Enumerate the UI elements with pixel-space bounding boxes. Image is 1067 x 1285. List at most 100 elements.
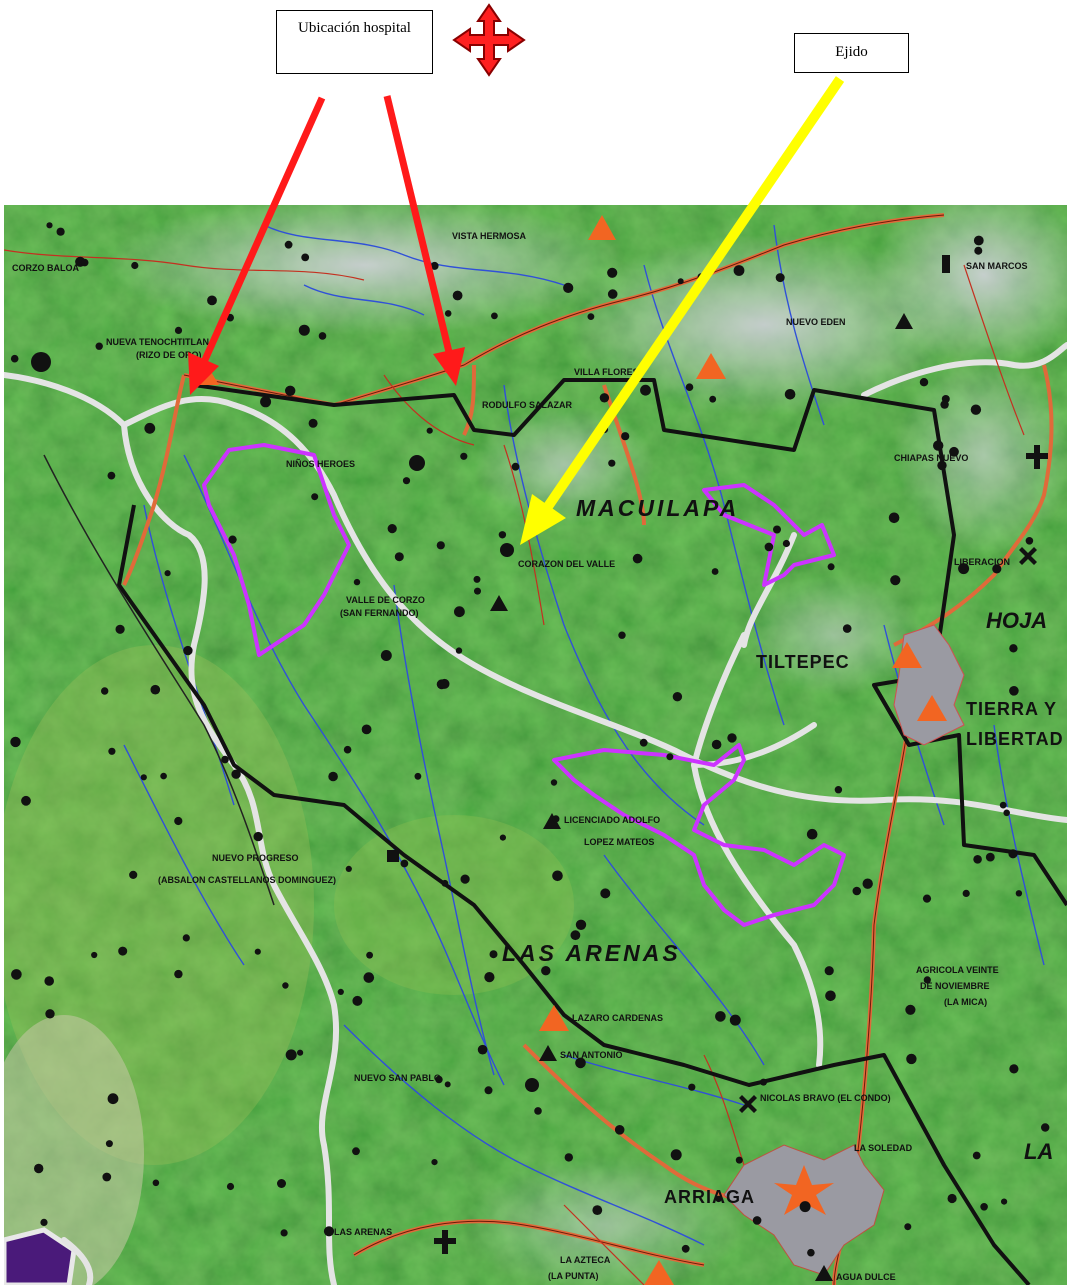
label-region-la: LA (1024, 1139, 1053, 1164)
label-ninos-heroes: NIÑOS HEROES (286, 459, 355, 469)
village-dot-icon (600, 425, 609, 434)
satellite-map[interactable]: CORZO BALOA VISTA HERMOSA SAN MARCOS NUE… (4, 205, 1067, 1285)
village-dot-icon (729, 1014, 741, 1026)
town-triangle-icon (539, 1005, 569, 1031)
village-dot-icon (44, 976, 54, 986)
village-dot-icon (45, 1009, 55, 1019)
village-dot-icon (973, 855, 982, 864)
village-dot-icon (80, 258, 89, 267)
village-dot-icon (301, 253, 310, 262)
village-dot-icon (323, 1226, 335, 1237)
village-dot-icon (311, 493, 319, 501)
label-corazon-del-valle: CORAZON DEL VALLE (518, 559, 615, 569)
village-dot-icon (824, 966, 834, 976)
village-dot-icon (21, 795, 31, 806)
village-dot-icon (852, 886, 862, 896)
village-dot-icon (618, 631, 626, 639)
village-dot-icon (764, 542, 774, 552)
village-dot-icon (933, 440, 944, 451)
label-la-punta: (LA PUNTA) (548, 1271, 599, 1281)
village-dot-icon (711, 739, 722, 750)
village-dot-icon (402, 477, 411, 485)
village-dot-icon (752, 1216, 762, 1225)
label-la-azteca: LA AZTECA (560, 1255, 611, 1265)
village-dot-icon (550, 779, 558, 786)
village-dot-icon (888, 512, 900, 524)
village-dot-icon (709, 395, 717, 403)
label-san-marcos: SAN MARCOS (966, 261, 1028, 271)
village-dot-icon (353, 578, 361, 586)
village-dot-icon (782, 539, 791, 548)
village-dot-icon (444, 310, 452, 317)
north-compass-icon (452, 3, 526, 77)
village-dot-icon (922, 894, 932, 903)
village-dot-icon (285, 1049, 297, 1061)
village-dot-icon (254, 948, 261, 955)
village-dot-icon (34, 1163, 44, 1174)
village-dot-icon (985, 852, 995, 862)
village-dot-icon (607, 289, 618, 299)
village-dot-icon (923, 976, 931, 984)
village-dot-icon (735, 1156, 743, 1164)
village-dot-icon (958, 563, 970, 575)
village-dot-icon (91, 951, 98, 959)
village-dot-icon (474, 587, 481, 595)
village-dot-icon (40, 1218, 48, 1226)
village-dot-icon (715, 1195, 722, 1203)
village-dot-icon (328, 771, 338, 782)
village-dot-icon (564, 1153, 573, 1162)
village-dot-icon (352, 995, 363, 1006)
village-dot-icon (947, 1193, 957, 1204)
village-dot-icon (441, 879, 449, 887)
village-dot-icon (345, 865, 352, 873)
village-dot-icon (129, 870, 138, 880)
village-dot-icon (670, 1149, 682, 1161)
village-dot-icon (666, 753, 674, 761)
village-dot-icon (11, 969, 22, 980)
village-dot-icon (727, 733, 737, 743)
village-dot-icon (164, 570, 171, 577)
village-dot-icon (183, 645, 193, 656)
village-dot-icon (144, 422, 156, 434)
village-dot-icon (282, 982, 289, 989)
village-dot-icon (587, 313, 595, 320)
village-dot-icon (711, 568, 719, 575)
village-dot-icon (552, 870, 563, 882)
village-dot-icon (452, 290, 463, 301)
label-vista-hermosa: VISTA HERMOSA (452, 231, 527, 241)
village-dot-icon (10, 736, 21, 748)
village-dot-icon (799, 1201, 811, 1213)
village-dot-icon (285, 385, 296, 396)
label-libertad: LIBERTAD (966, 729, 1064, 749)
village-dot-icon (972, 1151, 981, 1160)
village-dot-icon (1001, 1198, 1008, 1205)
village-dot-icon (697, 273, 705, 280)
village-dot-icon (231, 769, 241, 779)
village-dot-icon (1003, 809, 1010, 817)
map-area[interactable]: CORZO BALOA VISTA HERMOSA SAN MARCOS NUE… (4, 205, 1067, 1285)
village-dot-icon (541, 966, 551, 976)
village-dot-icon (715, 1011, 726, 1022)
village-dot-icon (361, 724, 372, 735)
town-triangle-icon (917, 695, 947, 721)
village-dot-icon (477, 1044, 488, 1055)
cross-icon (739, 1095, 757, 1113)
village-dot-icon (363, 972, 375, 983)
label-la-soledad: LA SOLEDAD (854, 1143, 913, 1153)
label-nuevo-san-pablo: NUEVO SAN PABLO (354, 1073, 441, 1083)
village-dot-icon (672, 692, 683, 702)
village-dot-icon (905, 1004, 916, 1015)
label-san-fernando: (SAN FERNANDO) (340, 608, 419, 618)
village-dot-icon (473, 575, 481, 583)
village-dot-icon (444, 1081, 451, 1088)
village-dot-icon (460, 874, 470, 884)
village-dot-icon (308, 418, 318, 428)
settlement-large-dots (31, 255, 950, 1092)
village-dot-icon (1009, 644, 1018, 653)
village-dot-icon (1025, 537, 1034, 545)
label-rizo-de-oro: (RIZO DE ORO) (136, 350, 202, 360)
village-dot-icon (807, 1248, 815, 1257)
cross-icon (1026, 445, 1048, 469)
village-dot-icon (297, 1049, 304, 1056)
callout-ejido: Ejido (794, 33, 909, 73)
